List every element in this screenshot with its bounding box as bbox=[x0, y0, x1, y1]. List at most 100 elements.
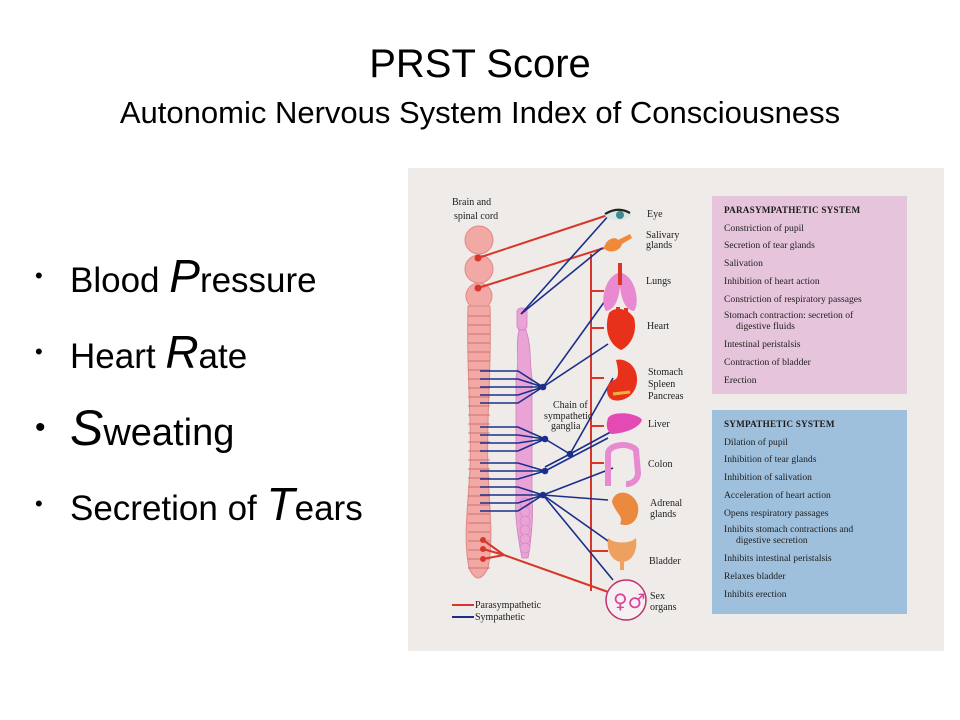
sympathetic-fiber bbox=[480, 370, 544, 388]
sympathetic-item: Inhibits erection bbox=[724, 588, 787, 600]
bullet-rest: weating bbox=[103, 412, 235, 454]
sex-organs-icon: ♀♂ bbox=[605, 579, 647, 621]
sympathetic-item: Dilation of pupil bbox=[724, 436, 788, 448]
legend-label-sympathetic: Sympathetic bbox=[475, 612, 526, 623]
bullet-initial: R bbox=[165, 326, 199, 378]
parasympathetic-item: Intestinal peristalsis bbox=[724, 339, 801, 351]
cord-label-2: spinal cord bbox=[454, 211, 498, 222]
bullet-rest: ears bbox=[294, 489, 363, 528]
bullet-text: Heart Rate bbox=[70, 325, 247, 379]
bladder-icon bbox=[607, 538, 637, 570]
sympathetic-item: Relaxes bladder bbox=[724, 570, 786, 582]
stomach-icon bbox=[607, 359, 638, 401]
parasympathetic-item: Secretion of tear glands bbox=[724, 240, 815, 252]
bullet-heart-rate: • Heart Rate bbox=[30, 314, 363, 390]
parasympathetic-panel: PARASYMPATHETIC SYSTEM Constriction of p… bbox=[712, 196, 907, 394]
parasympathetic-item: Constriction of pupil bbox=[724, 222, 804, 234]
sympathetic-fiber bbox=[480, 470, 546, 480]
sympathetic-fiber bbox=[480, 486, 544, 496]
organ-label-lungs: Lungs bbox=[646, 276, 671, 287]
spinal-cord bbox=[464, 225, 494, 579]
sympathetic-item: Opens respiratory passages bbox=[724, 507, 829, 519]
eye-icon bbox=[604, 208, 631, 220]
organ-label-liver: Liver bbox=[648, 419, 670, 430]
sympathetic-fiber bbox=[480, 438, 546, 452]
salivary-glands-icon bbox=[604, 234, 632, 252]
autonomic-nervous-system-figure: ♀♂ Eye Salivary glands Lungs Heart Stoma… bbox=[408, 168, 944, 651]
sympathetic-fiber bbox=[480, 438, 546, 444]
organ-label-salivary-2: glands bbox=[646, 240, 672, 251]
sympathetic-item: Acceleration of heart action bbox=[724, 489, 831, 501]
bullet-text: Secretion of Tears bbox=[70, 477, 363, 531]
organ-label-adrenal-2: glands bbox=[650, 509, 676, 520]
ganglia-label-1: Chain of bbox=[553, 400, 588, 411]
sympathetic-item: Inhibition of tear glands bbox=[724, 454, 817, 466]
parasympathetic-item-line: digestive fluids bbox=[736, 321, 795, 333]
bullet-dot: • bbox=[35, 263, 43, 288]
organ-label-pancreas: Pancreas bbox=[648, 391, 684, 402]
sympathetic-item: Inhibition of salivation bbox=[724, 472, 812, 484]
sympathetic-fiber bbox=[480, 494, 544, 512]
bullet-text: Sweating bbox=[70, 399, 234, 457]
diagram-legend: Parasympathetic Sympathetic bbox=[452, 600, 542, 623]
adrenal-glands-icon bbox=[612, 492, 639, 526]
sympathetic-fiber bbox=[480, 386, 544, 404]
organ-label-heart: Heart bbox=[647, 321, 669, 332]
parasympathetic-item: Inhibition of heart action bbox=[724, 275, 820, 287]
bullet-list: • Blood Pressure • Heart Rate • Sweating… bbox=[30, 238, 363, 542]
organ-label-stomach: Stomach bbox=[648, 367, 683, 378]
bullet-tears: • Secretion of Tears bbox=[30, 466, 363, 542]
sympathetic-fiber bbox=[480, 378, 544, 388]
bullet-initial: S bbox=[70, 400, 104, 456]
organ-label-spleen: Spleen bbox=[648, 379, 675, 390]
organ-label-sex-2: organs bbox=[650, 602, 677, 613]
organ-label-colon: Colon bbox=[648, 459, 672, 470]
sympathetic-fiber bbox=[480, 494, 544, 504]
sympathetic-fiber bbox=[480, 462, 546, 472]
organ-label-eye: Eye bbox=[647, 209, 663, 220]
slide-subtitle: Autonomic Nervous System Index of Consci… bbox=[119, 95, 841, 130]
ganglia-label-2: sympathetic bbox=[544, 411, 593, 422]
sympathetic-fiber bbox=[480, 386, 544, 396]
organ-label-bladder: Bladder bbox=[649, 556, 681, 567]
parasympathetic-pathways bbox=[474, 214, 612, 594]
liver-icon bbox=[606, 413, 642, 434]
nervous-system-diagram: ♀♂ Eye Salivary glands Lungs Heart Stoma… bbox=[452, 197, 684, 623]
ganglia-label-3: ganglia bbox=[551, 421, 581, 432]
bullet-sweating: • Sweating bbox=[30, 390, 363, 466]
sympathetic-item-line: digestive secretion bbox=[736, 535, 808, 547]
sympathetic-item: Inhibits intestinal peristalsis bbox=[724, 553, 832, 565]
ganglion-node bbox=[519, 542, 531, 554]
ganglion-node bbox=[519, 524, 531, 536]
organ-labels: Eye Salivary glands Lungs Heart Stomach … bbox=[452, 197, 684, 613]
bullet-prefix: Heart bbox=[70, 337, 166, 376]
sympathetic-heading: SYMPATHETIC SYSTEM bbox=[724, 419, 835, 429]
organ-label-salivary: Salivary bbox=[646, 230, 679, 241]
svg-text:♀♂: ♀♂ bbox=[613, 589, 646, 613]
organ-label-sex: Sex bbox=[650, 591, 665, 602]
bullet-dot: • bbox=[35, 339, 43, 364]
sympathetic-pathways bbox=[480, 213, 619, 581]
sympathetic-panel: SYMPATHETIC SYSTEM Dilation of pupil Inh… bbox=[712, 410, 907, 614]
parasympathetic-item: Erection bbox=[724, 374, 757, 386]
cord-label-1: Brain and bbox=[452, 197, 491, 208]
legend-label-parasympathetic: Parasympathetic bbox=[475, 600, 542, 611]
parasympathetic-heading: PARASYMPATHETIC SYSTEM bbox=[724, 205, 861, 215]
bullet-dot: • bbox=[35, 411, 46, 444]
bullet-rest: ressure bbox=[199, 261, 317, 300]
parasympathetic-item-line: Stomach contraction: secretion of bbox=[724, 310, 854, 322]
bullet-initial: P bbox=[169, 250, 200, 302]
lungs-icon bbox=[603, 263, 637, 311]
parasympathetic-item: Constriction of respiratory passages bbox=[724, 293, 862, 305]
ganglion-node bbox=[519, 533, 531, 545]
heart-icon bbox=[606, 307, 636, 350]
bullet-initial: T bbox=[266, 478, 295, 530]
bullet-dot: • bbox=[35, 491, 43, 516]
parasympathetic-item: Contraction of bladder bbox=[724, 356, 811, 368]
ganglion-node bbox=[519, 515, 531, 527]
slide-title: PRST Score bbox=[369, 42, 591, 86]
sympathetic-fiber bbox=[480, 426, 546, 440]
colon-icon bbox=[605, 442, 642, 487]
